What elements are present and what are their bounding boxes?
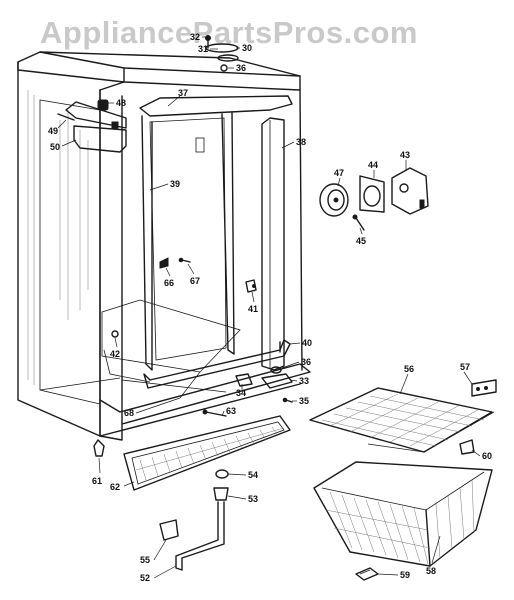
- callout-40: 40: [302, 338, 312, 348]
- basket: [313, 461, 493, 567]
- shelf: [309, 387, 495, 453]
- callout-43: 43: [400, 150, 410, 160]
- light-assembly: [57, 99, 127, 153]
- callout-59: 59: [400, 570, 410, 580]
- callout-50: 50: [50, 142, 60, 152]
- callout-63: 63: [226, 406, 236, 416]
- basket-clip: [355, 567, 379, 581]
- callout-58: 58: [426, 566, 436, 576]
- right-trim: [261, 117, 285, 371]
- interior-hardware: [111, 257, 257, 338]
- callout-33: 33: [299, 376, 309, 386]
- callout-41: 41: [248, 304, 258, 314]
- callout-56: 56: [404, 364, 414, 374]
- callout-35: 35: [299, 396, 309, 406]
- callout-38: 38: [296, 137, 306, 147]
- timer-parts: [319, 167, 429, 231]
- callout-36-hinge: 36: [301, 357, 311, 367]
- callout-54: 54: [248, 470, 258, 480]
- callout-42: 42: [110, 349, 120, 359]
- screws: [93, 409, 227, 457]
- callout-34: 34: [236, 388, 246, 398]
- callout-62: 62: [110, 482, 120, 492]
- callout-45: 45: [356, 236, 366, 246]
- shelf-clips: [459, 379, 497, 455]
- callout-52: 52: [140, 573, 150, 583]
- callout-39: 39: [170, 179, 180, 189]
- callout-47: 47: [334, 168, 344, 178]
- door-frame: [139, 95, 293, 371]
- callout-57: 57: [460, 362, 470, 372]
- drain-assembly: [159, 469, 229, 571]
- callout-66: 66: [164, 278, 174, 288]
- callout-44: 44: [368, 160, 378, 170]
- callout-31: 31: [198, 44, 208, 54]
- callout-67: 67: [190, 276, 200, 286]
- callout-37: 37: [178, 88, 188, 98]
- callout-68: 68: [124, 408, 134, 418]
- bottom-frame: [143, 339, 291, 389]
- callout-30: 30: [242, 43, 252, 53]
- callout-32: 32: [190, 32, 200, 42]
- callout-49: 49: [48, 126, 58, 136]
- leader-lines: [57, 36, 481, 579]
- callout-36-top: 36: [236, 63, 246, 73]
- grille: [123, 415, 291, 491]
- callout-61: 61: [92, 476, 102, 486]
- callout-60: 60: [482, 451, 492, 461]
- top-hardware: [205, 35, 239, 72]
- callout-53: 53: [248, 494, 258, 504]
- callout-labels: 32 31 30 36 37 48 49 50 38 39 47 44 43 4…: [48, 32, 492, 583]
- callout-48: 48: [116, 98, 126, 108]
- cabinet: [17, 51, 311, 441]
- hinge-hardware: [235, 366, 293, 403]
- callout-55: 55: [140, 555, 150, 565]
